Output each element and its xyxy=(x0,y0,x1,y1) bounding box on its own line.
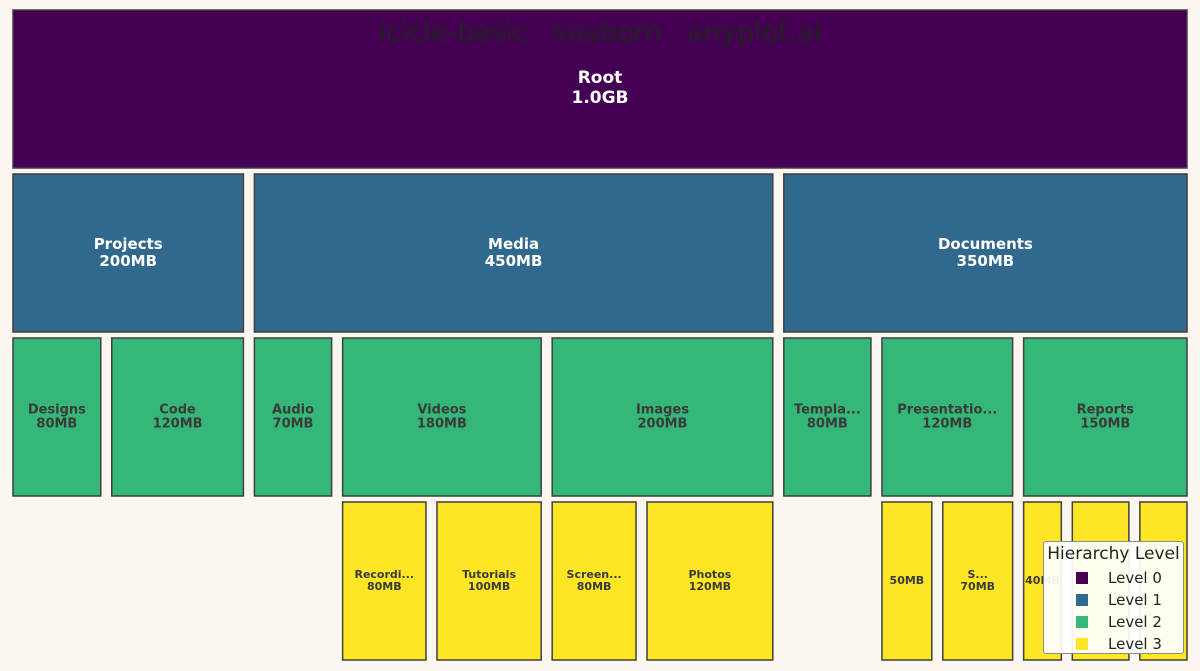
node-name-label-templates: Templa... xyxy=(794,403,861,418)
node-rect-code xyxy=(111,337,245,497)
node-value-label-presentations: 120MB xyxy=(922,417,972,432)
legend-label-level-1: Level 1 xyxy=(1108,591,1162,609)
legend-label-level-2: Level 2 xyxy=(1108,613,1162,631)
node-value-label-media: 450MB xyxy=(485,252,543,270)
node-rect-root xyxy=(12,9,1188,169)
node-templates: Templa...80MB xyxy=(783,337,872,497)
node-name-label-projects: Projects xyxy=(94,235,163,253)
node-rect-pres-a xyxy=(881,501,933,661)
node-rect-templates xyxy=(783,337,872,497)
legend-swatch-level-2 xyxy=(1076,616,1088,628)
node-recordings: Recordi...80MB xyxy=(341,501,427,661)
legend-swatch-level-1 xyxy=(1076,594,1088,606)
legend-title: Hierarchy Level xyxy=(1047,544,1180,564)
node-value-label-documents: 350MB xyxy=(957,252,1015,270)
node-value-label-audio: 70MB xyxy=(273,417,314,432)
node-rect-media xyxy=(253,173,774,333)
legend-swatch-level-0 xyxy=(1076,572,1088,584)
node-rect-photos xyxy=(646,501,774,661)
legend-label-level-3: Level 3 xyxy=(1108,635,1162,653)
node-rect-images xyxy=(551,337,774,497)
legend-label-level-0: Level 0 xyxy=(1108,569,1162,587)
node-rect-designs xyxy=(12,337,102,497)
node-value-label-recordings: 80MB xyxy=(367,580,402,593)
node-value-label-templates: 80MB xyxy=(807,417,848,432)
node-screenshots: Screen...80MB xyxy=(551,501,637,661)
legend: Hierarchy Level Level 0 Level 1 Level 2 … xyxy=(1043,541,1184,654)
node-value-label-root: 1.0GB xyxy=(571,88,628,108)
node-name-label-tutorials: Tutorials xyxy=(462,568,516,581)
node-name-label-videos: Videos xyxy=(417,403,466,418)
node-rect-tutorials xyxy=(436,501,542,661)
node-rect-projects xyxy=(12,173,245,333)
node-value-label-pres-a: 50MB xyxy=(890,574,925,587)
node-name-label-presentations: Presentatio... xyxy=(897,403,997,418)
node-rect-recordings xyxy=(341,501,427,661)
node-name-label-audio: Audio xyxy=(272,403,314,418)
node-rect-documents xyxy=(783,173,1188,333)
node-value-label-projects: 200MB xyxy=(99,252,157,270)
node-name-label-images: Images xyxy=(636,403,689,418)
chart-title: icicle-basic · seaborn · anyplot.ai xyxy=(379,17,822,48)
node-name-label-recordings: Recordi... xyxy=(354,568,414,581)
node-presentations: Presentatio...120MB xyxy=(881,337,1014,497)
node-name-label-root: Root xyxy=(578,68,623,88)
node-value-label-reports: 150MB xyxy=(1080,417,1130,432)
node-rect-audio xyxy=(253,337,333,497)
legend-swatch-level-3 xyxy=(1076,638,1088,650)
node-name-label-reports: Reports xyxy=(1077,403,1135,418)
node-value-label-designs: 80MB xyxy=(36,417,77,432)
node-pres-a: 50MB xyxy=(881,501,933,661)
node-value-label-screenshots: 80MB xyxy=(577,580,612,593)
node-rect-reports xyxy=(1022,337,1188,497)
node-rect-videos xyxy=(341,337,542,497)
node-rect-screenshots xyxy=(551,501,637,661)
node-value-label-videos: 180MB xyxy=(417,417,467,432)
node-rect-pres-b xyxy=(942,501,1014,661)
node-name-label-documents: Documents xyxy=(938,235,1033,253)
node-rect-presentations xyxy=(881,337,1014,497)
node-value-label-images: 200MB xyxy=(637,417,687,432)
node-pres-b: S...70MB xyxy=(942,501,1014,661)
node-name-label-designs: Designs xyxy=(28,403,86,418)
node-value-label-tutorials: 100MB xyxy=(468,580,510,593)
node-value-label-photos: 120MB xyxy=(689,580,731,593)
node-name-label-photos: Photos xyxy=(688,568,731,581)
node-name-label-pres-b: S... xyxy=(967,568,987,581)
node-name-label-media: Media xyxy=(488,235,539,253)
node-name-label-screenshots: Screen... xyxy=(567,568,622,581)
node-value-label-code: 120MB xyxy=(153,417,203,432)
node-value-label-pres-b: 70MB xyxy=(960,580,995,593)
node-name-label-code: Code xyxy=(159,403,196,418)
